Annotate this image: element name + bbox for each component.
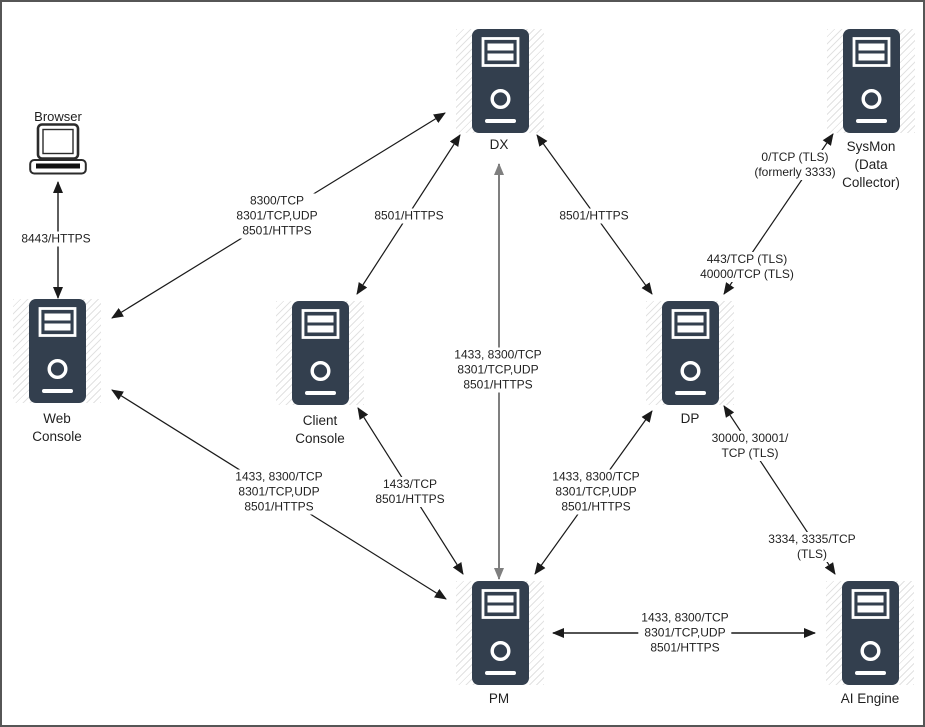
edge-label-dp-pm: 1433, 8300/TCP 8301/TCP,UDP 8501/HTTPS	[549, 469, 643, 515]
laptop-icon	[29, 123, 87, 175]
edge-label-web-console-pm: 1433, 8300/TCP 8301/TCP,UDP 8501/HTTPS	[232, 469, 326, 515]
edge-label-dp-ai-engine-upper: 30000, 30001/ TCP (TLS)	[708, 431, 792, 461]
edge-label-dp-sysmon-upper: 0/TCP (TLS) (formerly 3333)	[751, 150, 839, 180]
node-label-web-console: Web Console	[32, 411, 82, 444]
edge-label-dp-sysmon-lower: 443/TCP (TLS) 40000/TCP (TLS)	[697, 252, 797, 282]
node-browser	[29, 123, 87, 177]
server-icon	[471, 29, 529, 133]
edge-label-client-console-dx: 8501/HTTPS	[371, 208, 447, 224]
edge-label-web-console-dx: 8300/TCP 8301/TCP,UDP 8501/HTTPS	[233, 193, 321, 239]
edge-label-browser-web-console: 8443/HTTPS	[18, 231, 94, 247]
node-label-dx: DX	[489, 137, 509, 152]
edge-label-dp-ai-engine-lower: 3334, 3335/TCP (TLS)	[765, 532, 859, 562]
node-label-dp: DP	[680, 411, 700, 426]
node-label-ai-engine: AI Engine	[840, 691, 900, 706]
edge-label-pm-ai-engine: 1433, 8300/TCP 8301/TCP,UDP 8501/HTTPS	[638, 610, 732, 656]
node-label-client-console: Client Console	[295, 413, 345, 446]
edge-label-dx-dp: 8501/HTTPS	[556, 208, 632, 224]
server-icon	[28, 299, 86, 403]
node-label-browser: Browser	[34, 109, 82, 124]
server-icon	[291, 301, 349, 405]
server-icon	[661, 301, 719, 405]
server-icon	[841, 581, 899, 685]
edge-label-client-console-pm: 1433/TCP 8501/HTTPS	[372, 477, 448, 507]
server-icon	[471, 581, 529, 685]
server-icon	[842, 29, 900, 133]
edge-label-dx-pm: 1433, 8300/TCP 8301/TCP,UDP 8501/HTTPS	[451, 347, 545, 393]
node-label-pm: PM	[488, 691, 510, 706]
node-label-sysmon: SysMon (Data Collector)	[842, 139, 900, 190]
